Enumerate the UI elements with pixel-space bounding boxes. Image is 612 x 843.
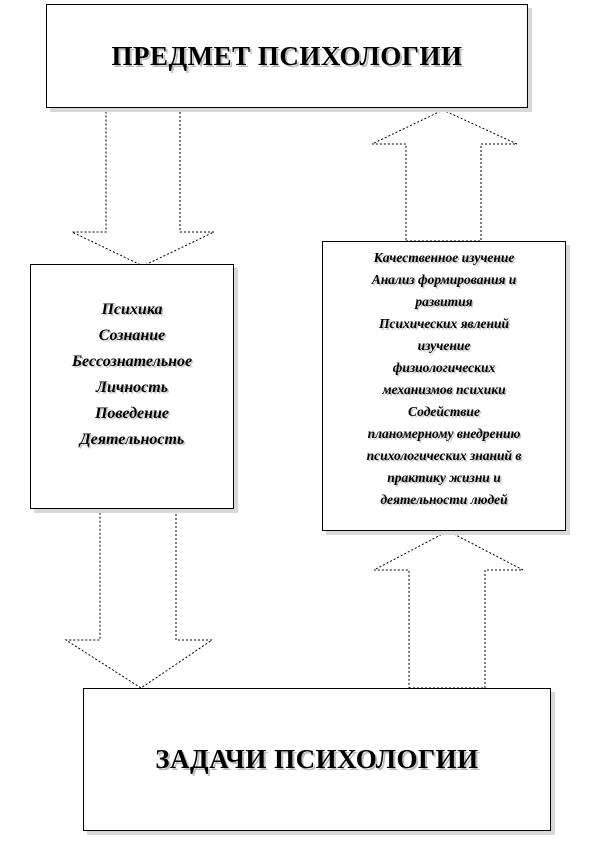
list-item: Анализ формирования и bbox=[371, 272, 517, 287]
subject-list-box: Психика Сознание Бессознательное Личност… bbox=[30, 264, 234, 509]
arrow-down-top-to-left bbox=[71, 109, 215, 267]
tasks-of-psychology-box: ЗАДАЧИ ПСИХОЛОГИИ bbox=[83, 688, 551, 831]
tasks-list-box: Качественное изучение Анализ формировани… bbox=[322, 241, 566, 531]
list-item: Содействие bbox=[408, 404, 480, 419]
list-item: планомерному внедрению bbox=[367, 426, 521, 441]
list-item: Поведение bbox=[94, 405, 170, 422]
list-item: Бессознательное bbox=[71, 353, 193, 370]
tasks-title: ЗАДАЧИ ПСИХОЛОГИИ bbox=[155, 744, 479, 774]
list-item: развития bbox=[415, 294, 473, 309]
list-item: Психических явлений bbox=[378, 316, 510, 331]
subject-title: ПРЕДМЕТ ПСИХОЛОГИИ bbox=[111, 40, 463, 71]
list-item: Сознание bbox=[98, 327, 166, 344]
list-item: Деятельность bbox=[79, 431, 185, 448]
list-item: практику жизни и bbox=[387, 470, 501, 485]
list-item: Психика bbox=[101, 301, 163, 318]
list-item: психологических знаний в bbox=[366, 448, 522, 463]
list-item: механизмов психики bbox=[382, 382, 506, 397]
list-item: изучение bbox=[417, 338, 471, 353]
arrow-up-bottom-to-right bbox=[373, 530, 524, 689]
subject-list: Психика Сознание Бессознательное Личност… bbox=[31, 297, 233, 453]
arrow-down-left-to-bottom bbox=[64, 509, 214, 689]
list-item: Качественное изучение bbox=[373, 250, 515, 265]
subject-of-psychology-box: ПРЕДМЕТ ПСИХОЛОГИИ bbox=[46, 4, 528, 108]
list-item: физиологических bbox=[392, 360, 496, 375]
list-item: Личность bbox=[95, 379, 168, 396]
arrow-up-right-to-top bbox=[371, 109, 518, 242]
tasks-list: Качественное изучение Анализ формировани… bbox=[327, 247, 561, 511]
list-item: деятельности людей bbox=[380, 492, 508, 507]
